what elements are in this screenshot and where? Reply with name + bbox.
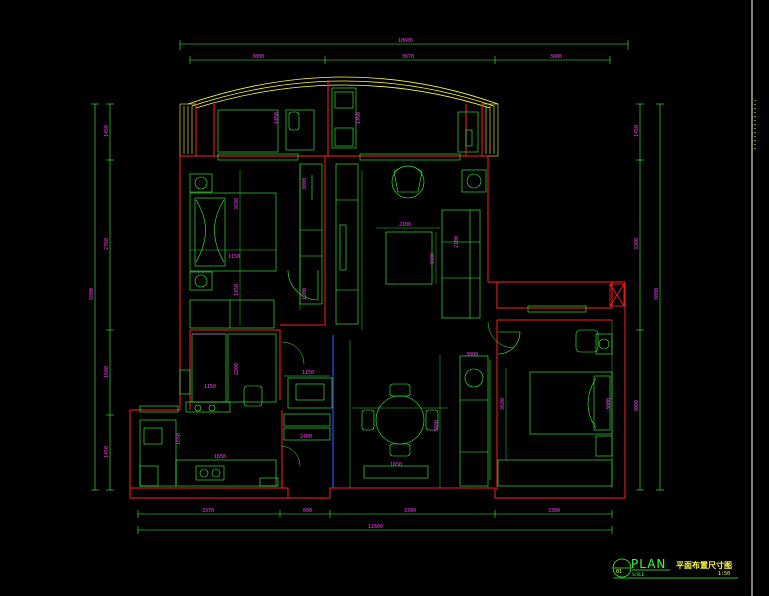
bedroom-left-dims xyxy=(190,170,276,325)
dim-bottom-seg-4: 3300 xyxy=(548,508,560,514)
bath-dim-1: 2200 xyxy=(234,363,240,375)
kitchen-dim-1: 1650 xyxy=(214,454,226,460)
bedroom-right-dim-2: 3680 xyxy=(500,398,506,410)
dim-bottom-seg-1: 3370 xyxy=(202,508,214,514)
bedroom-left xyxy=(189,163,323,329)
hall-dim-1: 1150 xyxy=(302,370,314,376)
hall-dim-2: 2400 xyxy=(300,434,312,440)
dim-right-seg-1: 1450 xyxy=(634,125,640,137)
windows xyxy=(139,153,587,413)
balcony-furniture xyxy=(217,87,479,153)
dimension-top-segments xyxy=(189,56,611,64)
dimension-right xyxy=(636,103,664,491)
dining-dim-1: 1650 xyxy=(390,462,402,468)
shaft-box xyxy=(609,283,625,307)
living-dim-3: 2100 xyxy=(454,236,460,248)
dining-dim-2: 3880 xyxy=(434,420,440,432)
balcony-dim-1: 1450 xyxy=(274,112,280,124)
bath-dim-2: 1150 xyxy=(204,384,216,390)
bedroom-left-dim-4: 3000 xyxy=(302,178,308,190)
plan-number: 01 xyxy=(616,569,623,575)
wardrobe-dim: 3000 xyxy=(466,352,478,358)
balcony-dim-2: 1450 xyxy=(356,112,362,124)
kitchen-dim-2: 1650 xyxy=(176,433,182,445)
dining-dims xyxy=(352,355,448,488)
dim-left-overall: 8800 xyxy=(89,288,95,300)
dim-top-seg-3: 3000 xyxy=(550,54,562,60)
plan-scale-label: SCALE xyxy=(632,572,645,577)
plan-scale: 1:50 xyxy=(718,571,731,577)
dim-bottom-overall-text: 11600 xyxy=(368,524,383,530)
dim-top-seg-1: 3000 xyxy=(252,54,264,60)
dimension-bottom-overall xyxy=(137,526,613,534)
kitchen xyxy=(139,419,279,487)
entry-hall xyxy=(283,375,333,441)
living-dim-2: 3600 xyxy=(430,253,436,265)
bedroom-left-dim-2: 1150 xyxy=(228,254,240,260)
dim-left-seg-3: 1600 xyxy=(104,366,110,378)
dimension-top-overall xyxy=(179,40,629,50)
bedroom-right-dim-1: 3000 xyxy=(606,398,612,410)
balcony-railing-left xyxy=(179,103,197,157)
dining-area xyxy=(361,383,439,479)
dim-top-overall-text: 10600 xyxy=(398,38,413,44)
dim-left-seg-4: 1450 xyxy=(104,446,110,458)
bedroom-left-dim-3: 1450 xyxy=(234,284,240,296)
title-block-symbol xyxy=(612,558,738,579)
bathroom xyxy=(179,333,277,413)
bedroom-right xyxy=(497,329,613,487)
living-dim-1: 2100 xyxy=(399,222,411,228)
dimension-left xyxy=(91,103,114,491)
balcony-arc xyxy=(187,76,499,109)
dim-right-seg-2: 3300 xyxy=(634,238,640,250)
bedroom-right-dims xyxy=(505,320,613,488)
living-room-dims xyxy=(361,170,440,330)
dim-right-seg-3: 3000 xyxy=(634,400,640,412)
dim-top-seg-2: 3670 xyxy=(402,54,414,60)
wardrobe-column xyxy=(459,355,491,487)
dimension-bottom-segments xyxy=(137,510,613,518)
dim-bottom-seg-3: 3700 xyxy=(404,508,416,514)
exterior-walls xyxy=(129,80,626,499)
bedroom-left-dim-5: 1200 xyxy=(302,288,308,300)
door-swings xyxy=(281,321,515,467)
dim-left-seg-1: 1450 xyxy=(104,125,110,137)
bedroom-left-dim-1: 3680 xyxy=(234,198,240,210)
living-room xyxy=(335,163,487,325)
dim-left-seg-2: 2760 xyxy=(104,238,110,250)
dim-right-overall: 8800 xyxy=(654,288,660,300)
interior-dims-vertical xyxy=(299,164,351,488)
plan-label: PLAN xyxy=(631,557,667,571)
balcony-railing-right xyxy=(481,103,499,157)
dim-bottom-seg-2: 600 xyxy=(303,508,312,514)
plan-title-cn: 平面布置尺寸图 xyxy=(676,561,732,570)
